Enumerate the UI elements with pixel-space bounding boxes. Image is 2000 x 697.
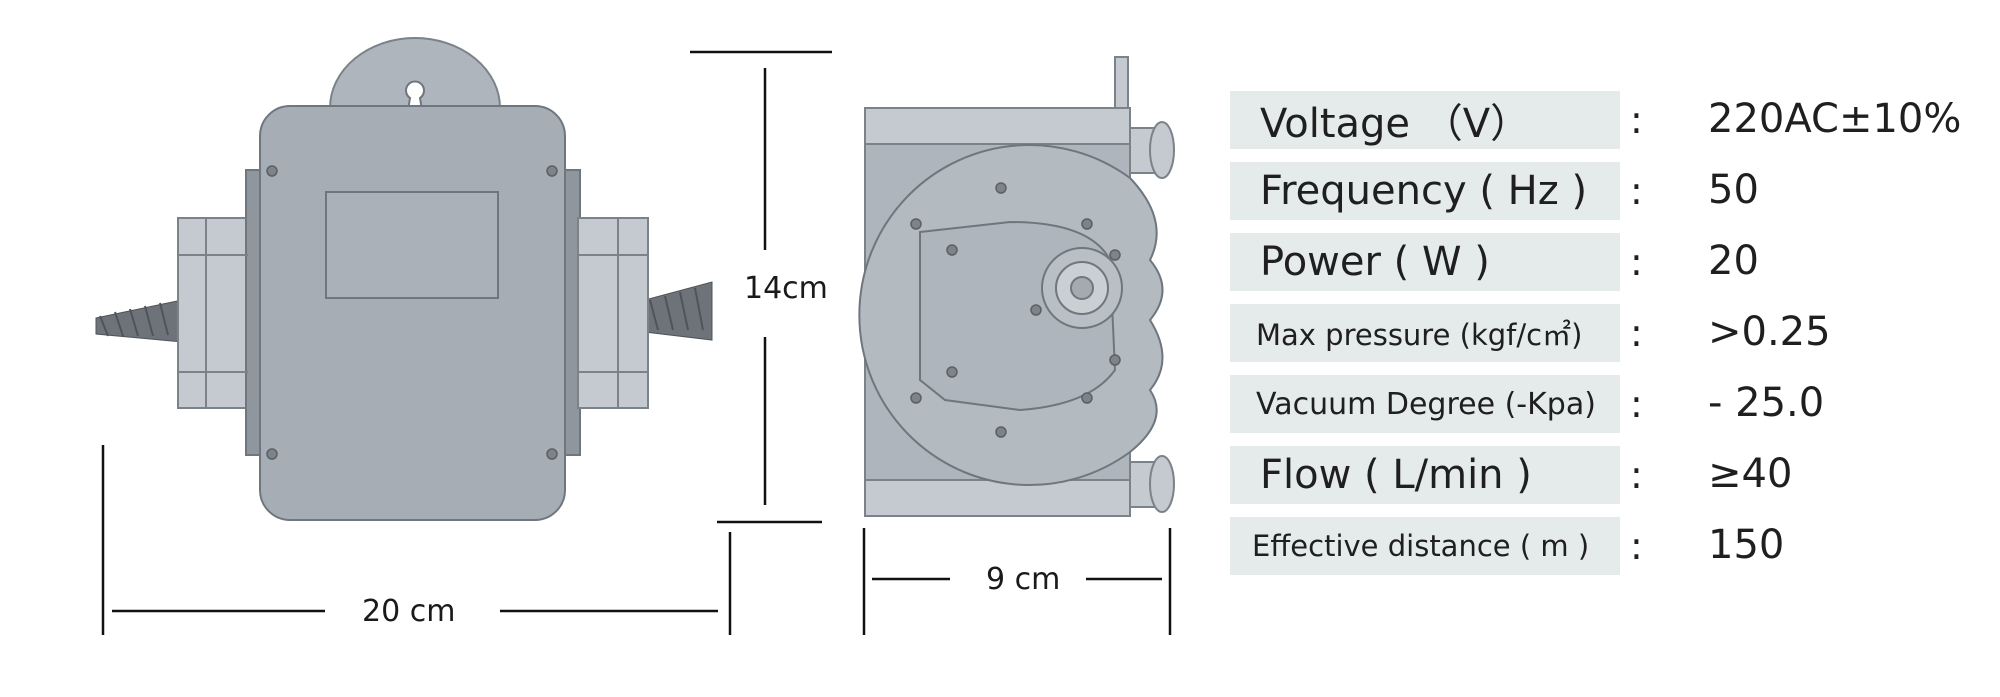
bottom-valve-connector: [1127, 455, 1175, 513]
screw-icon: [1030, 304, 1042, 316]
hanging-tab: [328, 37, 502, 109]
spec-value: 20: [1708, 238, 1759, 284]
screw-icon: [546, 165, 558, 177]
screw-icon: [995, 182, 1007, 194]
keyhole-slot: [405, 80, 425, 111]
screw-icon: [946, 366, 958, 378]
screw-icon: [995, 426, 1007, 438]
spec-colon: :: [1630, 453, 1643, 497]
spec-row-max-pressure: Max pressure (kgf/c㎡) : >0.25: [1230, 301, 1990, 372]
left-flange: [177, 169, 265, 456]
label-recess: [325, 191, 499, 299]
spec-row-power: Power ( W ) : 20: [1230, 230, 1990, 301]
spec-label: Effective distance ( m ): [1252, 529, 1590, 563]
spec-label: Vacuum Degree (-Kpa): [1256, 386, 1596, 422]
spec-table: Voltage （V） : 220AC±10% Frequency ( Hz )…: [1230, 88, 1990, 585]
spec-colon: :: [1630, 524, 1643, 568]
spec-row-voltage: Voltage （V） : 220AC±10%: [1230, 88, 1990, 159]
depth-dimension: 9 cm: [862, 528, 1172, 635]
spec-label: Power ( W ): [1260, 239, 1490, 285]
right-flange: [561, 169, 649, 456]
spec-value: 50: [1708, 167, 1759, 213]
top-valve-connector: [1127, 121, 1175, 179]
screw-icon: [1081, 218, 1093, 230]
right-hose-nozzle: [644, 281, 713, 341]
spec-row-effective-distance: Effective distance ( m ) : 150: [1230, 514, 1990, 585]
spec-label: Flow ( L/min ): [1260, 452, 1532, 498]
pump-side-view: [858, 56, 1175, 517]
spec-colon: :: [1630, 311, 1643, 355]
spec-value: >0.25: [1708, 309, 1831, 355]
screw-icon: [946, 244, 958, 256]
spec-row-flow: Flow ( L/min ) : ≥40: [1230, 443, 1990, 514]
spec-value: 150: [1708, 522, 1785, 568]
spec-colon: :: [1630, 98, 1643, 142]
spec-value: 220AC±10%: [1708, 96, 1962, 142]
screw-icon: [1109, 249, 1121, 261]
screw-icon: [1109, 354, 1121, 366]
screw-icon: [1081, 392, 1093, 404]
screw-icon: [910, 218, 922, 230]
spec-colon: :: [1630, 240, 1643, 284]
screw-icon: [546, 448, 558, 460]
spec-colon: :: [1630, 382, 1643, 426]
height-dimension: 14cm: [690, 50, 832, 524]
screw-icon: [266, 448, 278, 460]
spec-colon: :: [1630, 169, 1643, 213]
height-dimension-label: 14cm: [744, 271, 828, 306]
spec-value: ≥40: [1708, 451, 1793, 497]
width-dimension-label: 20 cm: [362, 594, 455, 629]
spec-row-frequency: Frequency ( Hz ) : 50: [1230, 159, 1990, 230]
screw-icon: [910, 392, 922, 404]
spec-value: - 25.0: [1708, 380, 1825, 426]
pump-front-view: [95, 37, 713, 521]
spec-label: Voltage （V）: [1260, 101, 1531, 147]
spec-label: Frequency ( Hz ): [1260, 168, 1588, 214]
left-hose-nozzle: [95, 299, 183, 343]
spec-row-vacuum-degree: Vacuum Degree (-Kpa) : - 25.0: [1230, 372, 1990, 443]
width-dimension: 20 cm: [101, 445, 732, 635]
spec-label: Max pressure (kgf/c㎡): [1256, 318, 1583, 352]
depth-dimension-label: 9 cm: [986, 562, 1060, 597]
screw-icon: [266, 165, 278, 177]
front-housing: [259, 105, 566, 521]
